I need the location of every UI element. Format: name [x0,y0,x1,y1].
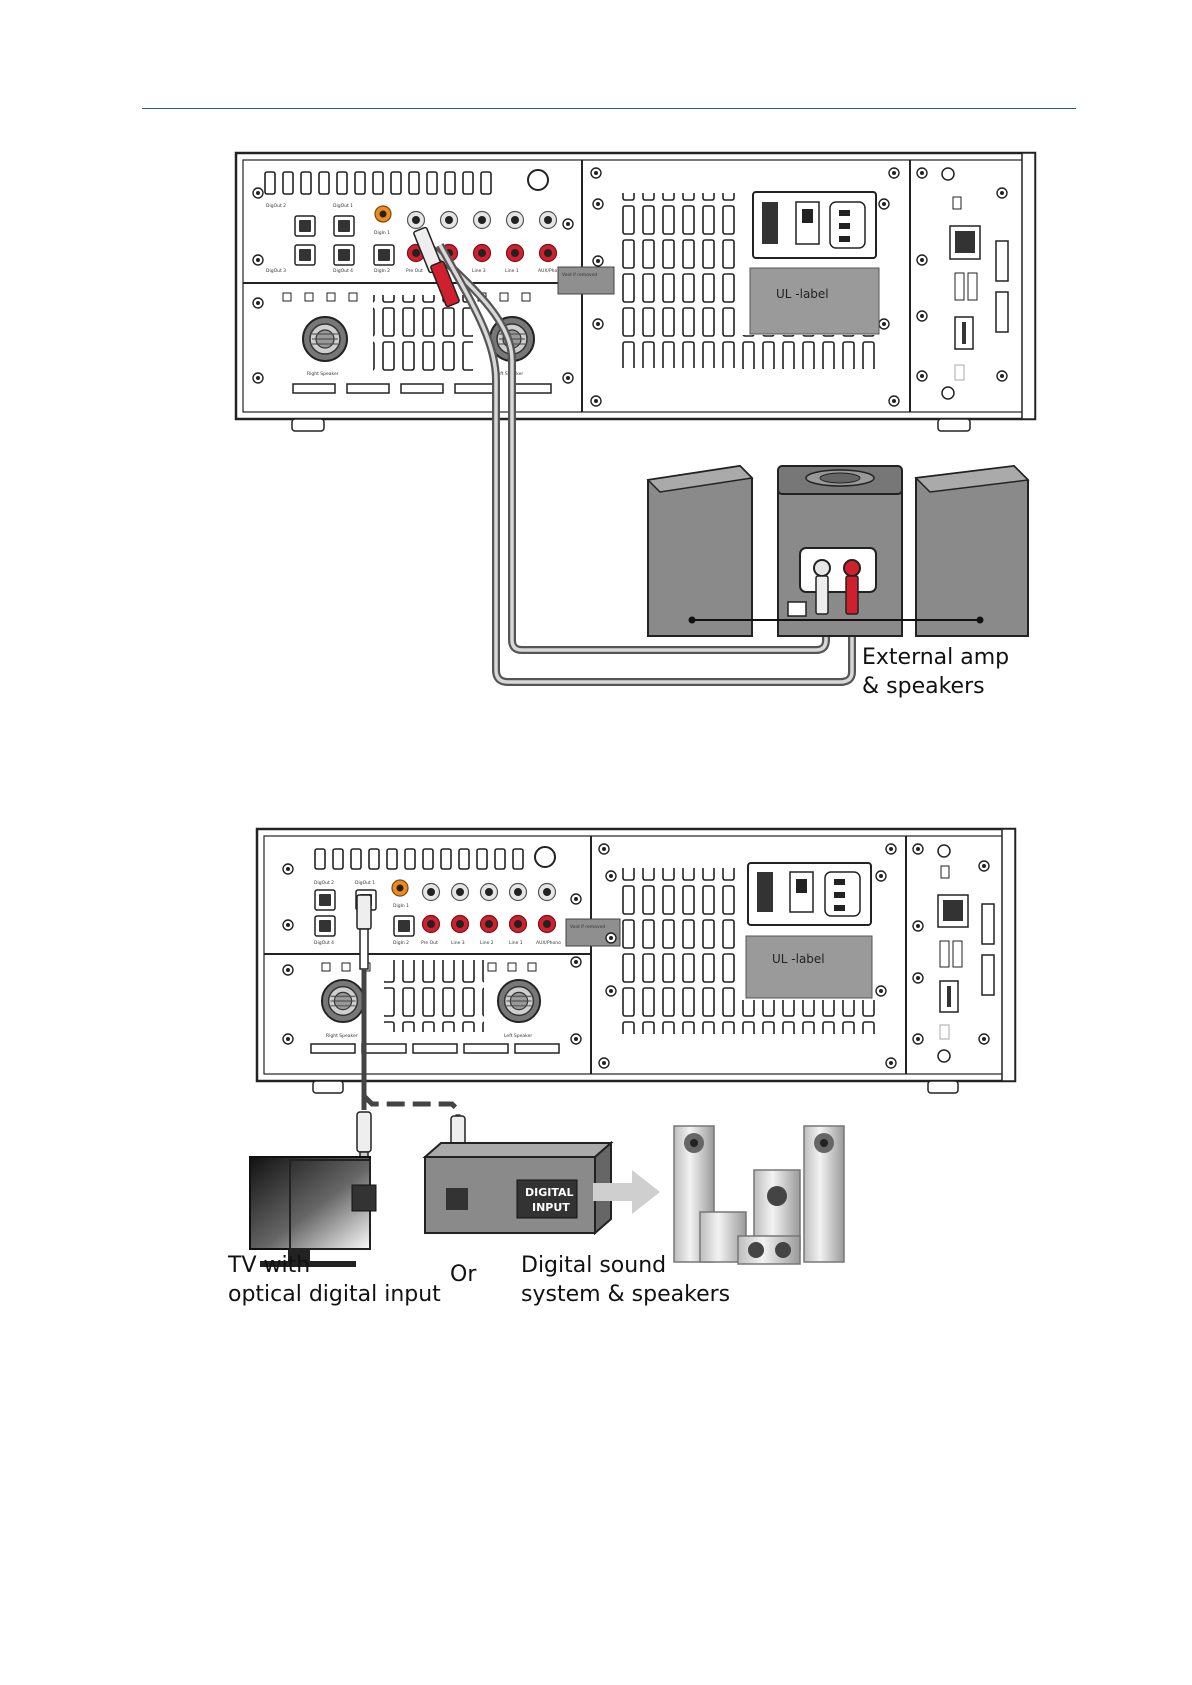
digital-input-label-2: INPUT [532,1201,570,1214]
label-b-digin2: DigIn 2 [393,940,409,946]
label-digout1: DigOut 1 [333,203,353,209]
label-line1: Line 1 [505,268,519,274]
label-b-line1: Line 1 [509,940,523,946]
label-b-aux: AUX/Phono [536,940,561,946]
digital-input-label-1: DIGITAL [525,1186,574,1199]
amp-input-panel [799,547,877,593]
unit-a-rear-panel: DigOut 2 DigOut 1 DigOut 3 DigOut 4 DigI… [234,151,1037,432]
label-b-digout2: DigOut 2 [314,880,334,886]
label-aux: AUX/Phono [538,268,563,274]
label-b-left-speaker: Left Speaker [504,1033,532,1039]
warning-sticker-text: Void if removed [562,272,597,278]
unit-a-rca-ports: Pre Out Line 3 Line 1 AUX/Phono [406,210,563,274]
warning-sticker [557,266,615,295]
rca-plug-white-amp [815,575,829,615]
label-b-digout1: DigOut 1 [355,880,375,886]
ul-label-text: UL -label [776,287,829,301]
external-amp-label-2: & speakers [862,674,985,699]
or-label: Or [450,1262,477,1287]
ul-label-plate [749,267,880,335]
header-rule [142,108,1076,109]
rca-plug-red-unit [430,260,460,308]
unit-b-lower-left: Right Speaker Left Speaker [310,960,560,1054]
rca-plug-red-amp [845,575,859,615]
unit-b-right-section [912,843,995,1063]
b-ul-label-text: UL -label [772,952,825,966]
unit-a-middle-section: UL -label [590,167,900,407]
label-b-digout4: DigOut 4 [314,940,334,946]
label-digin2: DigIn 2 [374,268,390,274]
external-amp-label-1: External amp [862,645,1009,670]
label-b-preout: Pre Out [421,940,438,946]
tv-label-1: TV with [227,1253,310,1278]
arrow-icon [593,1170,660,1214]
digital-receiver: DIGITAL INPUT [422,1140,614,1236]
label-b-line3: Line 3 [451,940,465,946]
label-b-line2: Line 2 [480,940,494,946]
b-ul-label-plate [745,935,873,999]
fuse-holder [762,202,778,244]
home-theater-speakers [673,1125,845,1265]
unit-a-optical-ports: DigOut 2 DigOut 1 DigOut 3 DigOut 4 DigI… [266,203,395,274]
label-right-speaker: Right Speaker [307,371,339,377]
unit-b-rear-panel: DigOut 2 DigOut 1 DigOut 4 DigIn 1 DigIn… [255,827,1017,1094]
label-digout3: DigOut 3 [266,268,286,274]
digital-input-badge [516,1179,578,1219]
label-digout2: DigOut 2 [266,203,286,209]
unit-b-rca-ports: Pre Out Line 3 Line 2 Line 1 AUX/Phono [421,882,561,946]
unit-b-middle-section: UL -label [598,843,897,1069]
label-preout: Pre Out [406,268,423,274]
unit-a-top-slots [264,169,549,195]
label-digout4: DigOut 4 [333,268,353,274]
unit-a-lower-left: Right Speaker Left Speaker [282,292,552,394]
tv-monitor [249,1156,377,1267]
b-warning-sticker-text: Void if removed [570,924,605,930]
unit-a-rca-cables [413,226,856,686]
label-digin1: DigIn 1 [374,230,390,236]
label-line3: Line 3 [472,268,486,274]
label-b-right-speaker: Right Speaker [326,1033,358,1039]
unit-b-top-slots [314,846,556,870]
unit-b-optical-ports: DigOut 2 DigOut 1 DigOut 4 DigIn 1 DigIn… [314,880,415,946]
external-amp-speakers: External amp & speakers [646,464,1030,699]
tv-label-2: optical digital input [228,1282,441,1307]
unit-a-right-section [916,167,1009,400]
digital-sound-label-1: Digital sound [521,1253,666,1278]
label-b-digin1: DigIn 1 [393,903,409,909]
digital-sound-label-2: system & speakers [521,1282,730,1307]
